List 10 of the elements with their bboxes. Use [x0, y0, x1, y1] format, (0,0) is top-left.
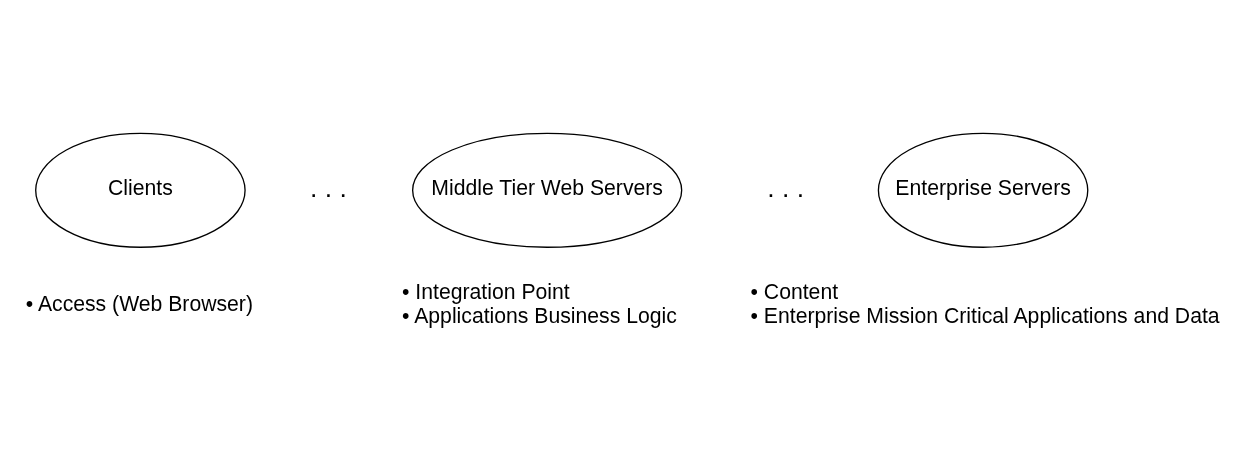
node-label: • Applications Business Logic — [402, 303, 677, 327]
node-label: • Content — [750, 279, 839, 303]
label: . . . — [767, 172, 805, 203]
node-ellipse: Middle Tier Web Servers — [412, 132, 683, 248]
node-ellipse: Clients — [35, 132, 246, 248]
node-label: • Access (Web Browser) — [25, 291, 253, 315]
node-ellipse: Enterprise Servers — [877, 132, 1089, 248]
node-label: • Enterprise Mission Critical Applications and Data — [750, 303, 1220, 327]
label: . . . — [310, 172, 347, 203]
node-label: • Integration Point — [402, 279, 570, 303]
